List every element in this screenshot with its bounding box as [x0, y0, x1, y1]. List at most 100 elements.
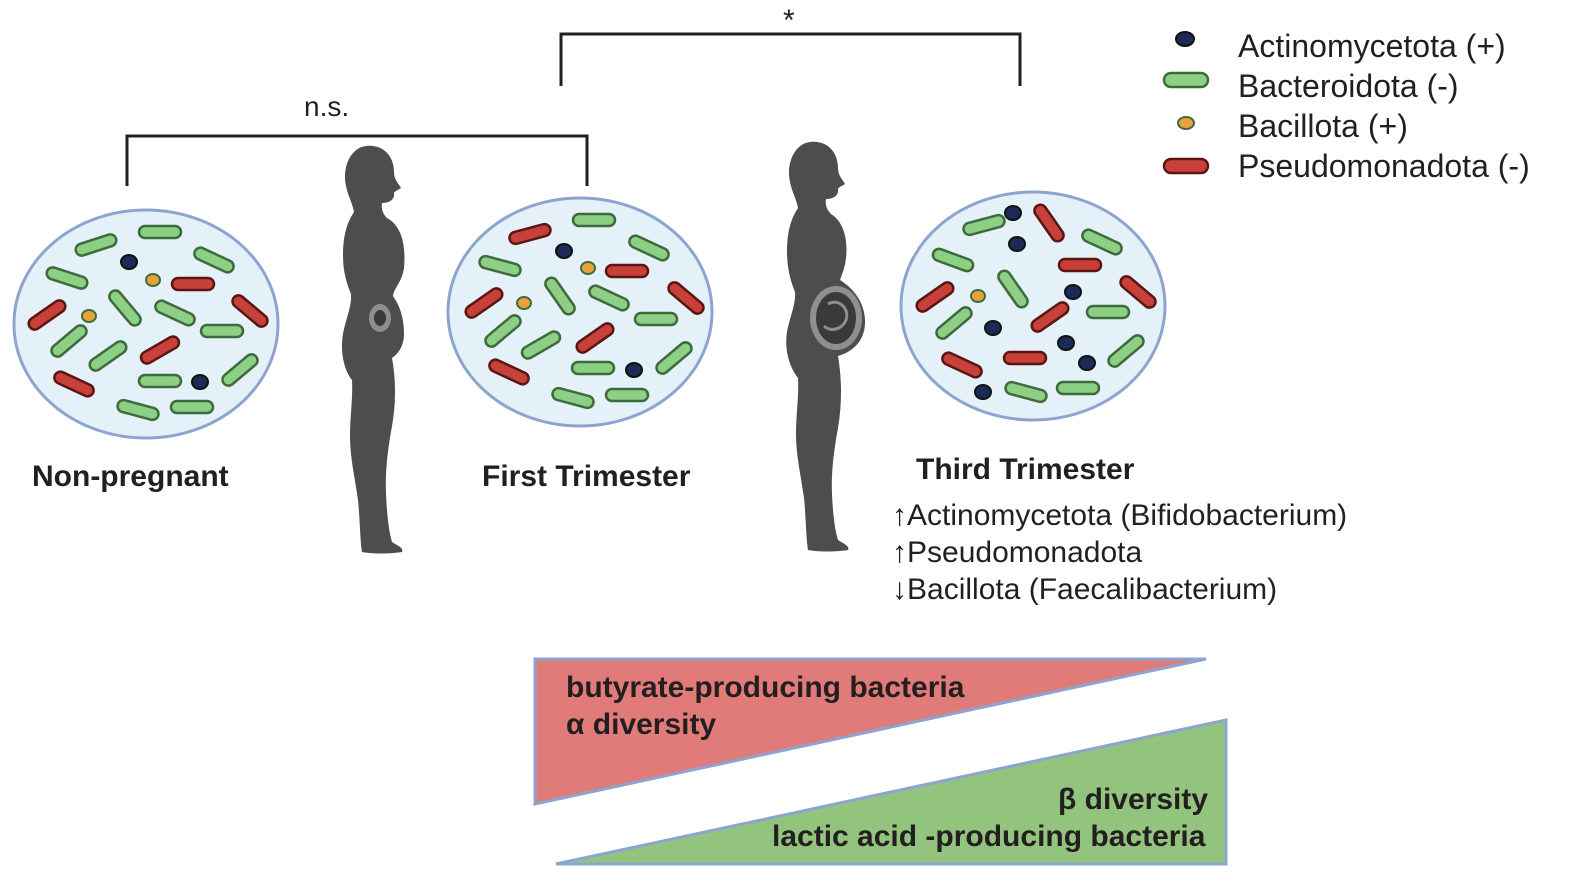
change-text: Actinomycetota (Bifidobacterium) [907, 499, 1348, 532]
pseudomonadota-rod [488, 358, 530, 386]
pseudomonadota-rod [27, 299, 67, 331]
bacteroidota-rod [116, 398, 160, 422]
pseudomonadota-rod [508, 222, 552, 246]
legend-actinomycetota-marker [1175, 31, 1195, 47]
legend-pseudomonadota-marker [1162, 157, 1210, 175]
bacteroidota-rod [570, 360, 616, 376]
change-row: ↑Pseudomonadota [892, 538, 1142, 568]
bacteroidota-rod [1055, 380, 1101, 396]
pseudomonadota-rod [1057, 257, 1103, 273]
decreasing-trend-label-2: α diversity [566, 708, 717, 741]
legend-pseudomonadota-label: Pseudomonadota (-) [1238, 148, 1530, 184]
bacteroidota-rod [1081, 228, 1123, 256]
bacteroidota-rod [1004, 380, 1048, 404]
bacillota-coccus [970, 289, 986, 303]
bracket-ns [125, 134, 589, 186]
down-arrow-icon: ↓ [892, 573, 907, 606]
bacteroidota-rod [551, 386, 595, 410]
actinomycetota-coccus [1004, 205, 1022, 221]
bacteroidota-rod [221, 353, 259, 387]
up-arrow-icon: ↑ [892, 499, 907, 532]
actinomycetota-coccus [974, 384, 992, 400]
bacteroidota-rod [520, 330, 562, 360]
bacillota-coccus [580, 261, 596, 275]
increasing-trend-wedge [555, 718, 1228, 866]
pseudomonadota-rod [1002, 350, 1048, 366]
decreasing-trend-label-1: butyrate-producing bacteria [566, 671, 965, 704]
woman-early-pregnancy-silhouette [342, 145, 405, 554]
bacillota-coccus [145, 273, 161, 287]
bacteroidota-rod [962, 213, 1006, 237]
actinomycetota-coccus [625, 362, 643, 378]
bacteroidota-rod [604, 387, 650, 403]
bacteroidota-rod [1085, 304, 1131, 320]
decreasing-trend-wedge [533, 657, 1207, 806]
actinomycetota-coccus [555, 243, 573, 259]
up-arrow-icon: ↑ [892, 536, 907, 569]
bacteroidota-rod [997, 269, 1029, 309]
legend-bacteroidota-label: Bacteroidota (-) [1238, 68, 1459, 104]
pseudomonadota-rod [53, 370, 95, 398]
bacteroidota-rod [137, 373, 183, 389]
bacteroidota-rod [478, 254, 522, 278]
bacteroidota-rod [74, 233, 118, 257]
pseudomonadota-rod [915, 281, 955, 313]
pseudomonadota-rod [1033, 203, 1065, 243]
bacteroidota-rod [628, 234, 670, 262]
legend-bacillota-label: Bacillota (+) [1238, 108, 1408, 144]
increasing-trend-label-1: β diversity [1058, 783, 1209, 816]
pseudomonadota-rod [1030, 301, 1070, 333]
bacteroidota-rod [544, 276, 576, 316]
group-label-first-trimester: First Trimester [482, 460, 691, 493]
bacteroidota-rod [935, 306, 973, 340]
pseudomonadota-rod [170, 276, 216, 292]
change-row: ↓Bacillota (Faecalibacterium) [892, 575, 1277, 605]
increasing-trend-label-2: lactic acid -producing bacteria [772, 820, 1206, 853]
actinomycetota-coccus [1008, 236, 1026, 252]
legend-bacteroidota-marker [1162, 71, 1210, 89]
microbiome-circle-non-pregnant [12, 208, 280, 440]
legend-bacillota-marker [1177, 116, 1195, 130]
change-text: Pseudomonadota [907, 536, 1143, 569]
actinomycetota-coccus [120, 254, 138, 270]
bacillota-coccus [516, 296, 532, 310]
bacteroidota-rod [633, 311, 679, 327]
bacillota-coccus [81, 309, 97, 323]
bracket-significant [559, 32, 1022, 86]
pseudomonadota-rod [667, 281, 705, 315]
bacteroidota-rod [169, 399, 215, 415]
pseudomonadota-rod [575, 322, 615, 354]
pseudomonadota-rod [941, 351, 983, 379]
bacteroidota-rod [108, 289, 142, 327]
bacteroidota-rod [588, 284, 630, 312]
actinomycetota-coccus [984, 320, 1002, 336]
group-label-third-trimester: Third Trimester [916, 453, 1135, 486]
bacteroidota-rod [154, 299, 196, 327]
change-row: ↑Actinomycetota (Bifidobacterium) [892, 501, 1347, 531]
bacteroidota-rod [199, 323, 245, 339]
woman-late-pregnancy-silhouette [786, 141, 866, 552]
bacteroidota-rod [45, 266, 89, 290]
bacteroidota-rod [571, 212, 617, 228]
bacteroidota-rod [50, 324, 88, 358]
actinomycetota-coccus [1057, 335, 1075, 351]
bacteroidota-rod [655, 341, 693, 375]
microbiome-circle-third-trimester [899, 190, 1167, 422]
pseudomonadota-rod [1119, 275, 1157, 309]
actinomycetota-coccus [191, 374, 209, 390]
bacteroidota-rod [88, 340, 128, 372]
bacteroidota-rod [137, 224, 183, 240]
legend-actinomycetota-label: Actinomycetota (+) [1238, 28, 1506, 64]
pseudomonadota-rod [464, 287, 504, 319]
bacteroidota-rod [193, 246, 235, 274]
bacteroidota-rod [484, 314, 522, 348]
bacteroidota-rod [1107, 334, 1145, 368]
pseudomonadota-rod [231, 294, 269, 328]
change-text: Bacillota (Faecalibacterium) [907, 573, 1278, 606]
comparison-significance-label: * [783, 4, 795, 37]
legend-markers [1162, 31, 1210, 175]
actinomycetota-coccus [1064, 284, 1082, 300]
bacteroidota-rod [931, 247, 975, 273]
